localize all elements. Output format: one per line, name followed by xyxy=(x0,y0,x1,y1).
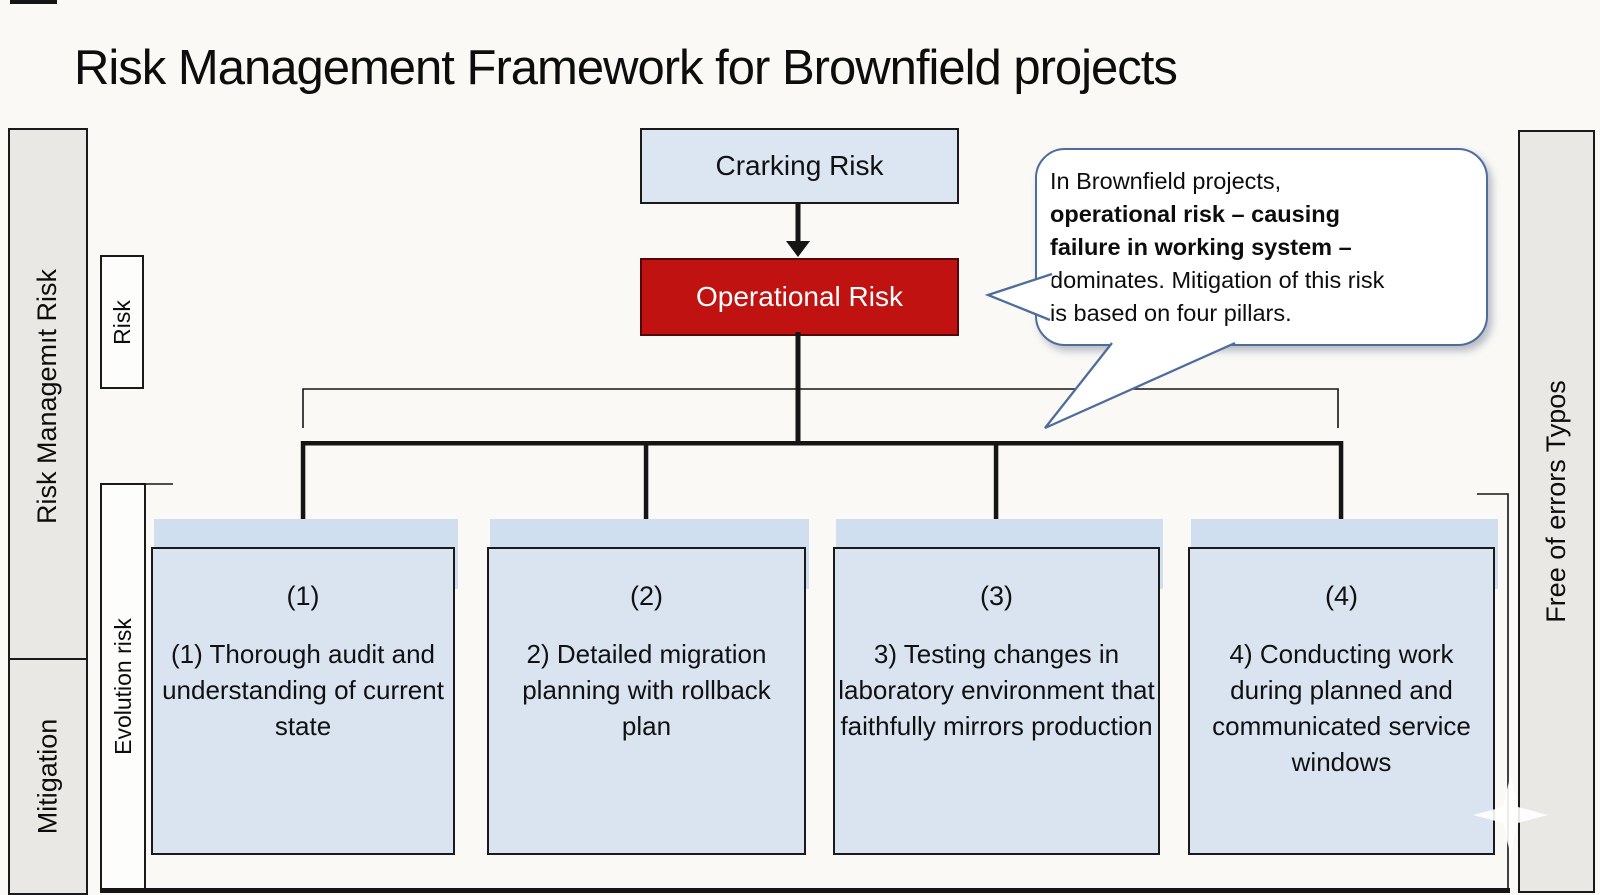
pillar-1-number: (1) xyxy=(286,581,320,611)
callout-line: dominates. Mitigation of this risk xyxy=(1050,267,1385,293)
pillar-4-box: (4) 4) Conducting work during planned an… xyxy=(1188,547,1495,855)
pillar-4-number: (4) xyxy=(1325,581,1358,611)
pillar-3-box: (3) 3) Testing changes in laboratory env… xyxy=(833,547,1160,855)
sidebar-mitigation: Mitigation xyxy=(8,658,88,895)
thin-bracket xyxy=(302,388,1339,428)
callout-line-bold: failure in working system – xyxy=(1050,234,1352,260)
operational-risk-label: Operational Risk xyxy=(696,281,903,312)
pillar-3-number: (3) xyxy=(980,581,1013,611)
sidebar-free-of-errors: Free of errors Typos xyxy=(1518,130,1595,893)
page-title: Risk Management Framework for Brownfield… xyxy=(74,41,1178,95)
pillar-3-text: 3) Testing changes in laboratory environ… xyxy=(838,639,1155,741)
arrow-top-line xyxy=(795,202,801,243)
evolution-risk-tag-box: Evolution risk xyxy=(100,483,146,890)
pillar-1-box: (1) (1) Thorough audit and understanding… xyxy=(151,547,455,855)
crarking-risk-label: Crarking Risk xyxy=(715,150,884,181)
callout-bubble: In Brownfield projects, operational risk… xyxy=(1035,148,1488,346)
right-bracket xyxy=(1477,493,1509,890)
risk-tag-box: Risk xyxy=(100,255,144,389)
branch-bar xyxy=(301,441,1343,446)
pillar-2-number: (2) xyxy=(630,581,663,611)
pillar-2-box: (2) 2) Detailed migration planning with … xyxy=(487,547,806,855)
pillar-2-text: 2) Detailed migration planning with roll… xyxy=(522,639,771,741)
pillar-4-text: 4) Conducting work during planned and co… xyxy=(1212,639,1471,777)
callout-line: In Brownfield projects, xyxy=(1050,168,1282,194)
arrow-top-head xyxy=(786,241,810,257)
sidebar-risk-management: Risk Managemıt Risk xyxy=(8,128,88,664)
callout-line: is based on four pillars. xyxy=(1050,300,1292,326)
bottom-rule xyxy=(100,888,1510,893)
pillar-1-text: (1) Thorough audit and understanding of … xyxy=(162,639,444,741)
trunk-line xyxy=(795,332,801,445)
top-edge-mark xyxy=(10,0,57,4)
crarking-risk-box: Crarking Risk xyxy=(640,128,959,204)
callout-line-bold: operational risk – causing xyxy=(1050,201,1340,227)
